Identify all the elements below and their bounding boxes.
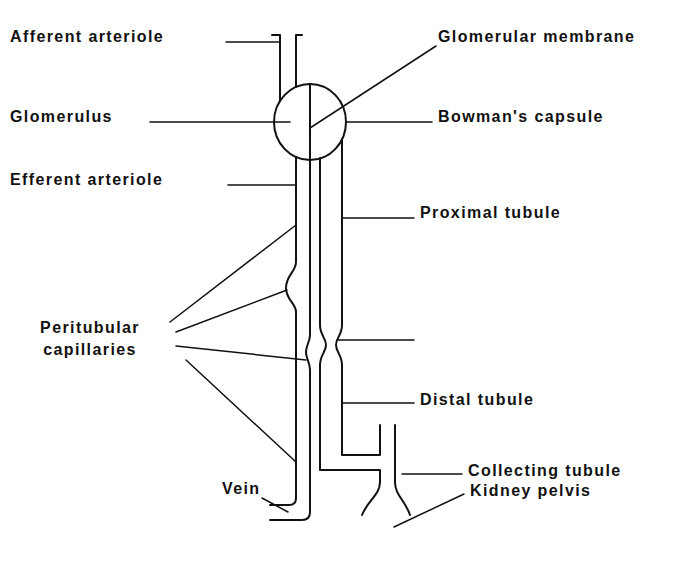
leader-line	[402, 473, 462, 475]
leader-line	[342, 217, 414, 219]
capillary-wall	[270, 160, 310, 520]
tubule-wall	[336, 139, 380, 455]
afferent-arteriole-wall	[296, 35, 302, 87]
part-label: Bowman's capsule	[438, 106, 604, 128]
part-label: Glomerular membrane	[438, 26, 635, 48]
part-label: Efferent arteriole	[10, 169, 163, 191]
leader-line	[186, 360, 296, 462]
kidney-pelvis-outline	[395, 482, 410, 515]
leader-line	[262, 498, 288, 512]
part-label: Collecting tubule	[468, 460, 622, 482]
leader-line	[176, 290, 287, 332]
leader-line	[226, 41, 280, 43]
part-label: Distal tubule	[420, 389, 534, 411]
part-label: Proximal tubule	[420, 202, 561, 224]
part-label: Kidney pelvis	[470, 480, 591, 502]
collecting-tubule-wall	[394, 425, 396, 482]
leader-line	[337, 339, 414, 341]
afferent-arteriole-wall	[272, 35, 280, 101]
capillary-wall	[270, 157, 296, 505]
leader-line	[150, 121, 290, 123]
tubule-wall	[320, 158, 380, 482]
leader-line	[394, 494, 464, 527]
leader-line	[228, 184, 296, 186]
leader-line	[176, 346, 306, 360]
glomerular-membrane-line	[309, 84, 311, 160]
leader-line	[342, 402, 414, 404]
leader-line	[170, 225, 296, 322]
kidney-pelvis-outline	[362, 482, 380, 515]
part-label: Vein	[222, 478, 261, 500]
leader-line	[310, 46, 436, 128]
part-label: Glomerulus	[10, 106, 113, 128]
part-label: Afferent arteriole	[10, 26, 164, 48]
leader-line	[346, 121, 432, 123]
part-label: Peritubular capillaries	[10, 317, 170, 361]
